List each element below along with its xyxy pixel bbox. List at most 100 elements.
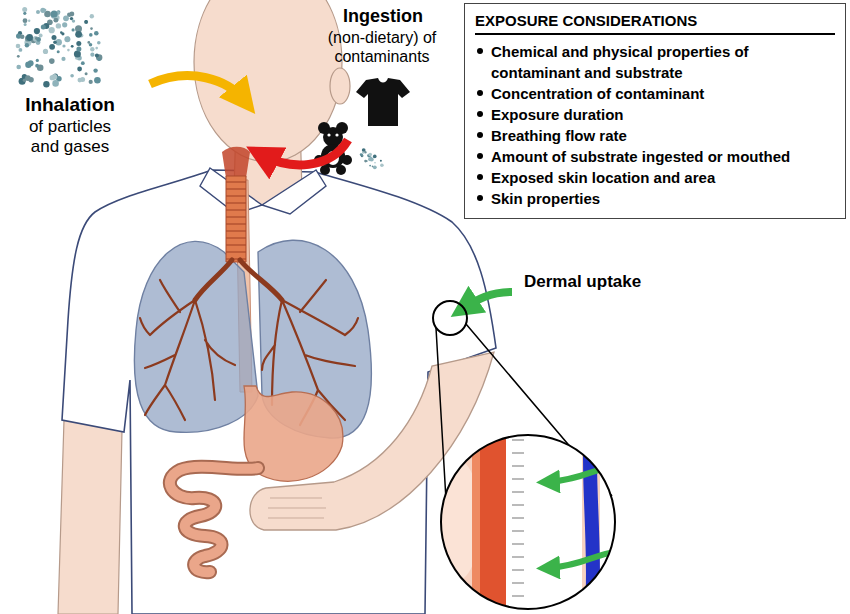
collar <box>262 170 326 214</box>
particle <box>364 151 366 153</box>
particle <box>41 24 46 29</box>
bullet-dot <box>477 48 483 54</box>
particle <box>25 62 31 68</box>
particle <box>19 78 26 85</box>
bullet-dot <box>477 132 483 138</box>
particle <box>36 10 40 14</box>
particle <box>98 58 101 61</box>
zoom-circle <box>441 435 615 609</box>
particle <box>52 80 59 87</box>
particle <box>17 55 20 58</box>
particle <box>49 27 55 33</box>
particle <box>81 61 85 65</box>
particle <box>56 23 61 28</box>
particle <box>62 44 65 47</box>
skin-section <box>430 430 640 614</box>
tissue-tick <box>512 504 524 505</box>
trachea-ring <box>226 195 246 196</box>
bullet-item: Exposed skin location and area <box>475 167 835 188</box>
dermal-arrow <box>464 292 512 308</box>
particle <box>95 54 99 58</box>
particle <box>23 12 26 15</box>
ingestion-arrow <box>262 140 348 165</box>
tissue-tick <box>512 465 524 466</box>
shirt <box>62 170 496 614</box>
trachea-ring <box>226 188 246 189</box>
particle <box>49 44 55 50</box>
particle <box>72 19 75 22</box>
particle <box>52 35 57 40</box>
particle <box>93 68 97 72</box>
particle <box>97 41 101 45</box>
particle <box>25 43 29 47</box>
particle <box>362 151 364 153</box>
particle <box>67 49 70 52</box>
small-particles <box>360 148 384 169</box>
trachea-ring <box>226 202 246 203</box>
left-arm <box>58 420 122 614</box>
route-label: Ingestion <box>318 6 448 28</box>
zoom-marker <box>433 301 467 335</box>
bullet-dot <box>477 111 483 117</box>
tissue-tick <box>512 439 524 440</box>
particle <box>87 41 90 44</box>
particle <box>75 31 82 38</box>
particle <box>90 53 94 57</box>
trachea-ring <box>226 251 246 252</box>
trachea-ring <box>226 216 246 217</box>
tissue-tick <box>512 452 524 453</box>
particle-cloud <box>16 7 103 87</box>
tissue-tick <box>512 530 524 531</box>
bullet-item: Exposure duration <box>475 104 835 125</box>
route-label: Dermal uptake <box>524 272 674 292</box>
intestine-outline <box>170 467 258 572</box>
particle <box>39 34 43 38</box>
left-lung <box>134 241 258 432</box>
particle <box>369 165 371 167</box>
bullet-dot <box>477 174 483 180</box>
trachea-rings <box>226 182 246 259</box>
particle <box>90 47 94 51</box>
particle <box>50 75 55 80</box>
particle <box>374 162 376 164</box>
particle <box>20 35 25 40</box>
particle <box>84 20 88 24</box>
particle <box>40 8 45 13</box>
particle <box>60 31 63 34</box>
particle <box>44 9 47 12</box>
particle <box>76 41 81 46</box>
particle <box>43 81 49 87</box>
particle <box>28 77 33 82</box>
particle <box>36 59 39 62</box>
intestine <box>170 467 258 572</box>
trachea-ring <box>226 223 246 224</box>
particle <box>90 27 93 30</box>
throat <box>222 147 250 178</box>
bullet-dot <box>477 90 483 96</box>
particle <box>372 166 374 168</box>
tissue-tick <box>512 543 524 544</box>
particle <box>72 28 75 31</box>
trachea-ring <box>226 237 246 238</box>
particle <box>94 31 99 36</box>
particle <box>368 153 372 157</box>
particle <box>53 41 57 45</box>
particle <box>89 33 93 37</box>
ear <box>330 68 350 104</box>
particle <box>24 23 27 26</box>
bullet-dot <box>477 195 483 201</box>
trachea-ring <box>226 244 246 245</box>
particle <box>23 18 28 23</box>
t-shirt-icon <box>356 78 410 126</box>
particle <box>35 37 38 40</box>
particle <box>362 155 364 157</box>
particle <box>19 48 23 52</box>
trachea-ring <box>226 181 246 182</box>
tissue-tick <box>512 582 524 583</box>
particle <box>360 153 363 156</box>
tissue-tick <box>512 478 524 479</box>
particle <box>373 165 377 169</box>
trachea-ring <box>226 209 246 210</box>
particle <box>361 154 364 157</box>
bullet-item: Skin properties <box>475 188 835 209</box>
